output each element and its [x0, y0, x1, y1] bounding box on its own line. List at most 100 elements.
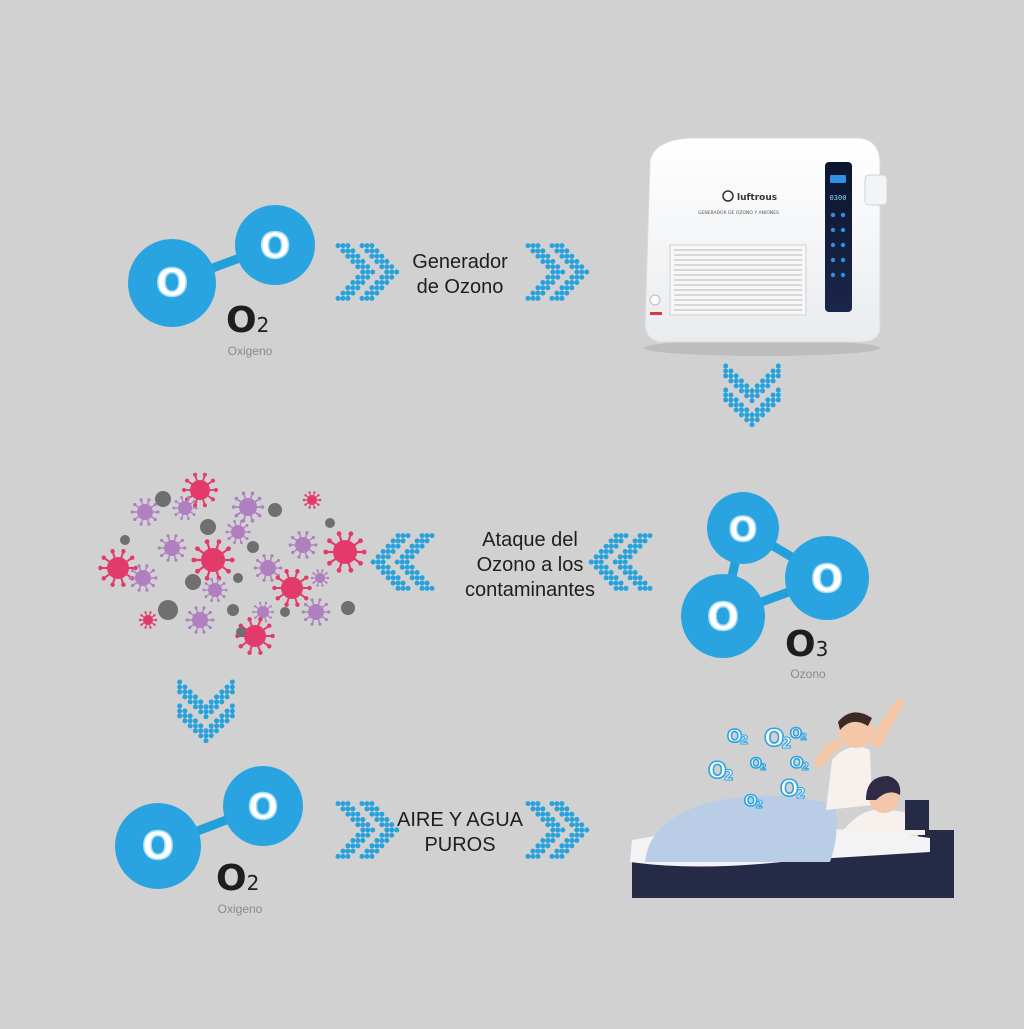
brand-name: luftrous: [737, 193, 777, 203]
virus-icon: [302, 491, 322, 509]
virus-icon: [310, 569, 330, 587]
label-line: de Ozono: [416, 276, 504, 298]
brand-logo-icon: [722, 190, 734, 202]
ozone-formula: O3: [785, 624, 829, 665]
label-line: Ataque del: [482, 529, 578, 551]
oxygen-atom: O: [235, 205, 315, 285]
dust-particle: [158, 600, 178, 620]
virus-icon: [138, 611, 158, 629]
dust-particle: [325, 518, 335, 528]
dust-particle: [120, 535, 130, 545]
oxygen-molecule-bottom: O O: [115, 766, 303, 889]
oxygen-atom: O: [785, 536, 869, 620]
dust-particle: [155, 491, 171, 507]
oxygen-bubble: O: [750, 756, 762, 772]
pathogen-cluster: [98, 472, 367, 655]
dust-particle: [236, 627, 246, 637]
label-line: Generador: [412, 251, 508, 273]
oxygen-bubble-subscript: 2: [740, 733, 748, 747]
flow-arrows: [177, 243, 781, 859]
virus-icon: [182, 472, 218, 508]
label-line: contaminantes: [464, 579, 596, 601]
control-panel: [825, 162, 852, 312]
oxygen-atom: O: [128, 239, 216, 327]
panel-buttons: [830, 175, 846, 278]
dust-particle: [280, 607, 290, 617]
atom-letter: O: [248, 787, 279, 828]
oxygen-formula-top: O2: [226, 300, 270, 341]
atom-letter: O: [707, 595, 739, 639]
virus-icon: [235, 617, 275, 655]
display-readout: 0300: [830, 194, 847, 202]
atom-letter: O: [156, 261, 188, 305]
dust-particle: [247, 541, 259, 553]
virus-icon: [225, 519, 251, 545]
oxygen-caption-bottom: Oxigeno: [217, 902, 263, 916]
side-handle: [864, 174, 888, 206]
oxygen-bubble: O: [708, 759, 727, 784]
oxygen-bubble-subscript: 2: [724, 768, 734, 784]
virus-icon: [185, 606, 215, 634]
oxygen-bubble: O: [790, 753, 804, 772]
woman-shirt: [840, 809, 925, 835]
dotted-chevron-arrow: [335, 801, 400, 859]
oxygen-bubble-subscript: 2: [796, 786, 806, 802]
virus-icon: [172, 495, 198, 521]
blanket: [645, 796, 837, 862]
virus-icon: [130, 498, 160, 526]
oxygen-bubble: O: [790, 726, 802, 742]
label-line: PUROS: [424, 834, 496, 856]
virus-icon: [98, 549, 138, 587]
generator-label: Generador de Ozono: [380, 250, 540, 300]
result-label: AIRE Y AGUA PUROS: [380, 808, 540, 858]
ozone-caption: Ozono: [790, 667, 826, 681]
virus-icon: [157, 534, 187, 562]
oxygen-bubble: O: [744, 791, 758, 810]
dotted-chevron-arrow: [370, 533, 435, 591]
atom-letter: O: [811, 557, 843, 601]
indicator-light: [650, 312, 662, 315]
man-hair: [838, 712, 872, 730]
virus-icon: [288, 531, 318, 559]
dotted-chevron-arrow: [177, 679, 235, 744]
oxygen-bubble-subscript: 2: [802, 760, 810, 773]
attack-label: Ataque del Ozono a los contaminantes: [450, 528, 610, 603]
virus-icon: [128, 564, 158, 592]
oxygen-bubble-subscript: 2: [756, 798, 764, 811]
dust-particle: [227, 604, 239, 616]
dotted-chevron-arrow: [335, 243, 400, 301]
woman-hair: [866, 776, 901, 800]
virus-icon: [272, 569, 312, 607]
dotted-chevron-arrow: [525, 243, 590, 301]
oxygen-bubble-subscript: 2: [781, 734, 791, 752]
man-arm: [868, 697, 904, 748]
oxygen-atom: O: [223, 766, 303, 846]
panel-text: GENERADOR DE OZONO Y ANIONES: [698, 210, 779, 216]
virus-icon: [253, 554, 283, 582]
dotted-chevron-arrow: [723, 363, 781, 428]
oxygen-bubble: O: [764, 724, 784, 752]
oxygen-caption-top: Oxigeno: [227, 344, 273, 358]
oxygen-bubble: O: [780, 777, 799, 802]
dust-particle: [341, 601, 355, 615]
atom-letter: O: [729, 510, 758, 550]
virus-icon: [202, 577, 228, 603]
virus-icon: [231, 491, 265, 523]
dust-particle: [200, 519, 216, 535]
oxygen-molecule-top: O O: [128, 205, 315, 327]
oxygen-atom: O: [681, 574, 765, 658]
virus-icon: [191, 539, 235, 581]
oxygen-atom: O: [115, 803, 201, 889]
ozone-generator-device: luftrous GENERADOR DE OZONO Y ANIONES 03…: [644, 137, 888, 356]
phone: [905, 800, 929, 830]
virus-icon: [301, 598, 331, 626]
oxygen-atom: O: [707, 492, 779, 564]
dust-particle: [268, 503, 282, 517]
atom-letter: O: [260, 226, 291, 267]
oxygen-bubble-subscript: 2: [800, 732, 807, 743]
dust-particle: [233, 573, 243, 583]
label-line: AIRE Y AGUA: [397, 809, 523, 831]
